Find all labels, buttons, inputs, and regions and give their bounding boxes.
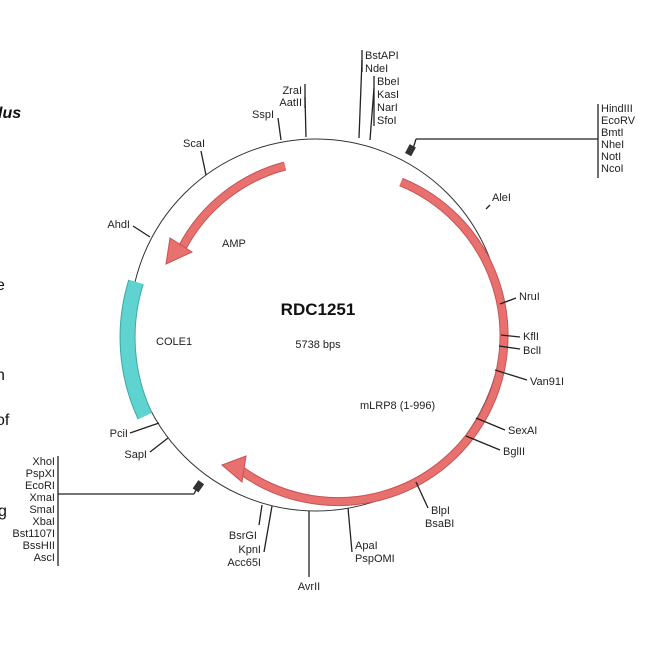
site-label: NcoI — [601, 163, 624, 175]
site-kasi: KasI — [377, 89, 399, 101]
site-bstapi: BstAPI — [365, 50, 399, 62]
site-pcii: PciI — [110, 428, 128, 440]
site-label: AscI — [34, 552, 55, 564]
site-apai: ApaI — [355, 540, 378, 552]
site-bcli: BclI — [523, 345, 541, 357]
mcs1-site-list: HindIII EcoRV BmtI NheI NotI NcoI — [601, 103, 636, 175]
plasmid-size: 5738 bps — [295, 339, 341, 351]
site-label: PspXI — [26, 468, 55, 480]
site-label: BmtI — [601, 127, 624, 139]
site-nrui: NruI — [519, 291, 540, 303]
site-label: NheI — [601, 139, 624, 151]
mlrp8-arrowhead — [221, 455, 247, 483]
site-ahdi: AhdI — [107, 219, 130, 231]
mlrp8-arrow — [239, 178, 508, 506]
site-acc65i: Acc65I — [227, 557, 261, 569]
site-alei: AleI — [492, 192, 511, 204]
site-aatii: AatII — [279, 97, 302, 109]
side-text: of — [0, 412, 10, 429]
side-text: n — [0, 367, 5, 384]
site-label: XhoI — [32, 456, 55, 468]
site-label: EcoRV — [601, 115, 636, 127]
feature-label-mlrp8: mLRP8 (1-996) — [360, 400, 435, 412]
site-label: SmaI — [29, 504, 55, 516]
site-sfoi: SfoI — [377, 115, 397, 127]
site-label: EcoRI — [25, 480, 55, 492]
mcs2-site-list: XhoI PspXI EcoRI XmaI SmaI XbaI Bst1107I… — [12, 456, 55, 564]
feature-label-amp: AMP — [222, 238, 246, 250]
site-ticks — [57, 50, 599, 577]
site-pspomi: PspOMI — [355, 553, 395, 565]
site-kfli: KflI — [523, 331, 539, 343]
site-label: HindIII — [601, 103, 633, 115]
cole1-feature — [120, 279, 152, 419]
site-bglii: BglII — [503, 446, 525, 458]
side-text: e — [0, 277, 5, 294]
amp-arrow — [178, 162, 286, 250]
site-avrii: AvrII — [298, 581, 320, 593]
site-label: XbaI — [32, 516, 55, 528]
amp-arrow-border — [178, 161, 287, 251]
plasmid-backbone — [129, 138, 503, 512]
site-scai: ScaI — [183, 138, 205, 150]
side-text: g — [0, 503, 7, 520]
site-van91i: Van91I — [530, 376, 564, 388]
site-sexai: SexAI — [508, 425, 537, 437]
amp-arrowhead — [165, 237, 194, 265]
plasmid-name: RDC1251 — [281, 300, 356, 319]
site-kpni: KpnI — [238, 544, 261, 556]
site-ndei: NdeI — [365, 63, 388, 75]
site-label: Bst1107I — [12, 528, 55, 540]
site-label: BssHII — [23, 540, 55, 552]
site-zrai: ZraI — [282, 85, 302, 97]
site-bbei: BbeI — [377, 76, 400, 88]
feature-label-cole1: COLE1 — [156, 336, 192, 348]
side-text: lus — [0, 105, 21, 122]
site-blpi: BlpI — [431, 505, 450, 517]
mcs1-marker — [405, 144, 416, 157]
site-nari: NarI — [377, 102, 398, 114]
mcs2-marker — [192, 480, 205, 493]
site-sapi: SapI — [124, 449, 147, 461]
site-label: NotI — [601, 151, 621, 163]
site-label: XmaI — [29, 492, 55, 504]
site-bsrgi: BsrGI — [229, 530, 257, 542]
site-bsabi: BsaBI — [425, 518, 454, 530]
site-sspi: SspI — [252, 109, 274, 121]
